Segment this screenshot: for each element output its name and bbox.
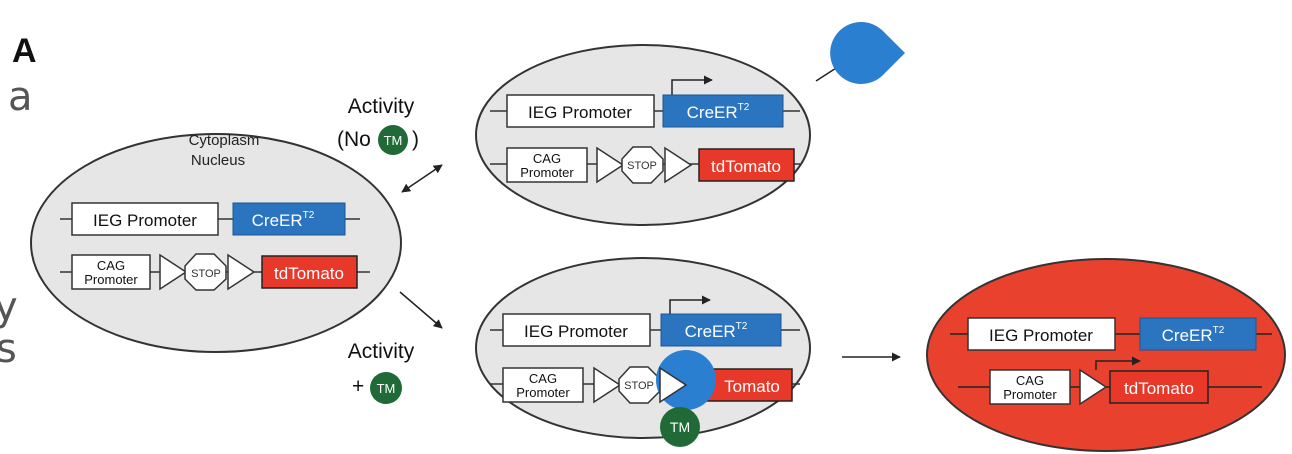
left-cell-membrane <box>30 133 402 353</box>
creer-text: CreER <box>687 103 738 122</box>
stop-octagon <box>184 253 227 291</box>
transcription-arrow <box>1095 356 1141 370</box>
tm-badge <box>378 125 408 155</box>
loxp-triangle <box>1079 368 1108 406</box>
loxp-triangle <box>659 366 688 404</box>
no-prefix: (No <box>337 128 371 151</box>
creer-box <box>1139 317 1257 351</box>
loxp-triangle <box>227 253 256 291</box>
activity-no-tm-label: Activity (No TM ) <box>337 95 419 155</box>
tm-badge-label: TM <box>384 133 403 148</box>
bottom-cell-tm: IEG Promoter CreERT2 CAG Promoter STOP T… <box>475 257 811 447</box>
cag-promoter-box <box>506 147 588 183</box>
cag-promoter-box <box>989 369 1071 405</box>
cytoplasm-label: Cytoplasm <box>189 132 260 149</box>
ieg-promoter-box <box>506 94 655 128</box>
cag-promoter-box <box>502 367 584 403</box>
transcription-arrow <box>671 75 713 95</box>
tm-badge <box>660 407 700 447</box>
loxp-triangle <box>596 146 625 184</box>
nucleus-label: Nucleus <box>191 152 245 169</box>
cag-label-line1: CAG <box>533 151 561 166</box>
ieg-promoter-label: IEG Promoter <box>524 322 628 341</box>
tm-badge-label: TM <box>670 419 690 435</box>
cag-label-line2: Promoter <box>520 165 574 180</box>
tdtomato-box <box>698 148 795 182</box>
creer-superscript: T2 <box>736 321 748 332</box>
cag-promoter-box <box>71 254 151 290</box>
cag-label-line2: Promoter <box>84 272 138 287</box>
ieg-promoter-label: IEG Promoter <box>989 326 1093 345</box>
tdtomato-label: tdTomato <box>711 157 781 176</box>
close-paren: ) <box>412 128 419 151</box>
cag-label-line1: CAG <box>1016 373 1044 388</box>
activity-plus-tm-label: Activity + TM <box>348 340 415 404</box>
activity-label-bottom: Activity <box>348 340 415 363</box>
ieg-promoter-box <box>71 202 219 236</box>
labeled-cell-membrane <box>926 258 1286 452</box>
creer-superscript: T2 <box>303 210 315 221</box>
panel-label: A <box>12 32 37 70</box>
plus-sign: + <box>352 375 364 398</box>
transcription-arrow <box>669 295 711 314</box>
stop-label: STOP <box>624 380 654 392</box>
arrow-to-induced-cell <box>399 291 443 329</box>
creer-superscript: T2 <box>738 102 750 113</box>
ieg-promoter-label: IEG Promoter <box>528 103 632 122</box>
tdtomato-label: tdTomato <box>1124 379 1194 398</box>
creer-text: CreER <box>685 322 736 341</box>
bottom-cell-membrane <box>475 257 811 439</box>
top-cell-membrane <box>475 44 811 226</box>
creer-label: CreERT2 <box>1162 325 1225 345</box>
cropped-text-y: y <box>0 284 18 330</box>
creer-text: CreER <box>252 211 303 230</box>
ieg-promoter-label: IEG Promoter <box>93 211 197 230</box>
right-cell-labeled: IEG Promoter CreERT2 CAG Promoter tdToma… <box>926 258 1286 452</box>
creer-label: CreERT2 <box>687 102 750 122</box>
tm-badge <box>370 372 402 404</box>
ieg-promoter-box <box>967 317 1116 351</box>
tdtomato-box <box>261 255 358 289</box>
tdtomato-partial-label: Tomato <box>724 377 780 396</box>
tm-badge-label: TM <box>377 381 396 396</box>
tdtomato-label: tdTomato <box>274 264 344 283</box>
loxp-triangle <box>159 253 188 291</box>
loxp-triangle <box>593 366 622 404</box>
ieg-promoter-box <box>502 313 651 347</box>
tdtomato-box <box>1109 370 1209 404</box>
loxp-triangle <box>664 146 693 184</box>
creer-box <box>232 202 346 236</box>
cropped-text-s: s <box>0 326 17 372</box>
cag-label-line1: CAG <box>97 258 125 273</box>
cag-label-line2: Promoter <box>1003 387 1057 402</box>
activity-label-top: Activity <box>348 95 415 118</box>
cag-label-line2: Promoter <box>516 385 570 400</box>
creer-text: CreER <box>1162 326 1213 345</box>
cre-recombinase-pacman <box>830 21 905 84</box>
top-cell-no-tm: IEG Promoter CreERT2 CAG Promoter STOP t… <box>475 21 905 226</box>
creer-label: CreERT2 <box>685 321 748 341</box>
left-cell: Cytoplasm Nucleus IEG Promoter CreERT2 C… <box>30 132 402 353</box>
stop-octagon <box>618 366 661 404</box>
cropped-text-a: a <box>8 74 33 120</box>
bidirectional-arrow <box>401 164 443 193</box>
stop-label: STOP <box>191 268 221 280</box>
stop-octagon <box>621 146 664 184</box>
creer-box <box>662 94 784 128</box>
creer-label: CreERT2 <box>252 210 315 230</box>
creer-superscript: T2 <box>1213 325 1225 336</box>
cag-label-line1: CAG <box>529 371 557 386</box>
creer-box <box>660 313 782 347</box>
stop-label: STOP <box>627 160 657 172</box>
